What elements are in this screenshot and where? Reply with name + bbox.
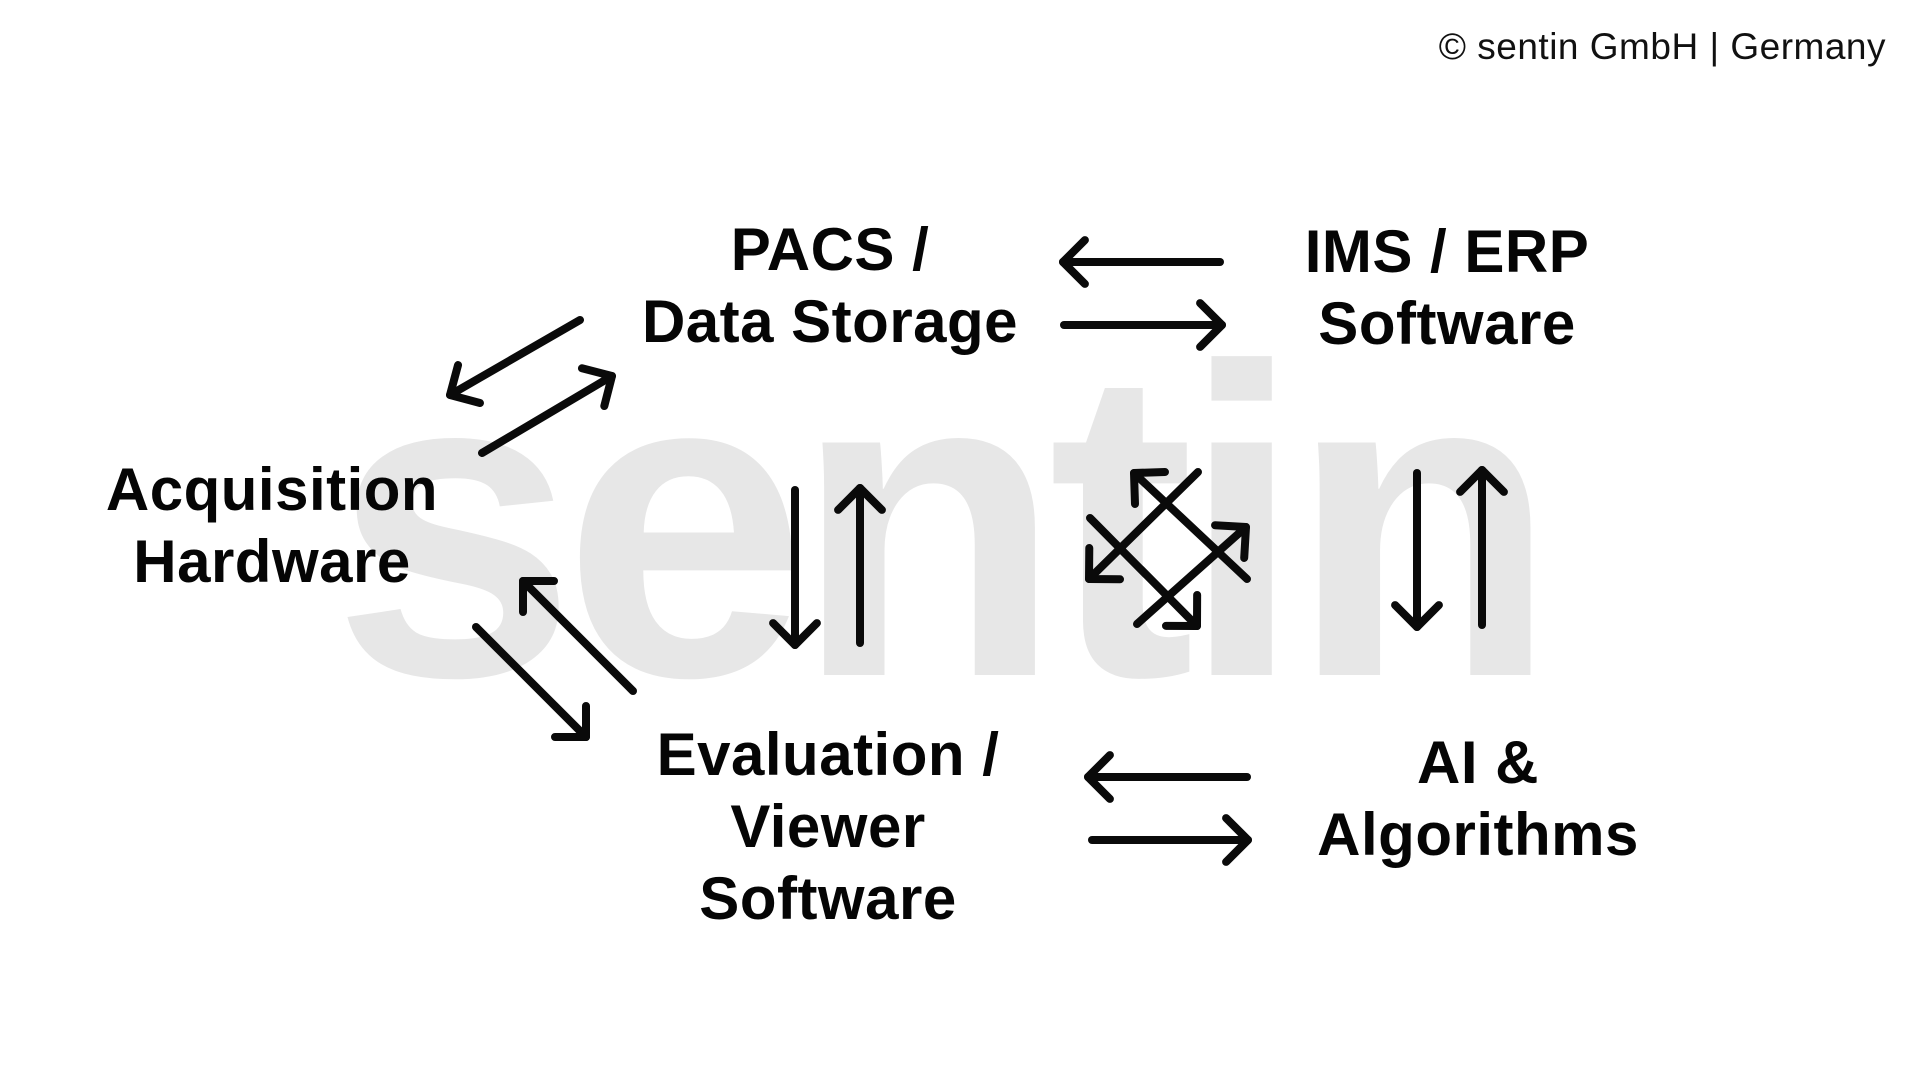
arrow-evaluation-to-acquisition bbox=[519, 577, 637, 695]
sentin-watermark: sentin bbox=[332, 278, 1558, 769]
arrow-acquisition-to-evaluation bbox=[472, 623, 590, 741]
copyright-text: © sentin GmbH | Germany bbox=[1438, 26, 1886, 67]
node-label-line: Acquisition bbox=[105, 456, 439, 523]
arrow-evaluation-to-ims bbox=[1133, 521, 1250, 628]
node-evaluation-viewer-software: Evaluation / Viewer Software bbox=[657, 719, 1000, 935]
node-label-line: Data Storage bbox=[641, 288, 1019, 355]
arrow-ims-to-evaluation bbox=[1085, 468, 1202, 584]
arrow-pacs-to-evaluation bbox=[769, 486, 821, 649]
node-ims-erp-software: IMS / ERP Software bbox=[1305, 216, 1590, 360]
arrow-ai-to-ims bbox=[1456, 466, 1508, 629]
node-label-line: PACS / bbox=[730, 216, 930, 283]
node-label-line: AI & bbox=[1416, 729, 1539, 796]
node-pacs-data-storage: PACS / Data Storage bbox=[642, 214, 1018, 358]
node-ai-algorithms: AI & Algorithms bbox=[1317, 727, 1639, 871]
node-acquisition-hardware: Acquisition Hardware bbox=[106, 454, 438, 598]
arrow-pacs-to-ai bbox=[1086, 514, 1202, 630]
node-label-line: Viewer bbox=[730, 793, 926, 860]
node-label-line: Hardware bbox=[133, 528, 411, 595]
arrow-evaluation-to-pacs bbox=[834, 484, 886, 647]
arrow-ai-to-pacs bbox=[1130, 468, 1251, 583]
node-label-line: IMS / ERP bbox=[1304, 218, 1590, 285]
node-label-line: Software bbox=[699, 865, 957, 932]
arrow-ims-to-ai bbox=[1391, 469, 1443, 631]
node-label-line: Algorithms bbox=[1317, 801, 1639, 868]
arrow-ai-to-evaluation bbox=[1084, 751, 1251, 803]
arrow-pacs-to-ims bbox=[1060, 299, 1226, 351]
node-label-line: Evaluation / bbox=[656, 721, 1000, 788]
arrow-acquisition-to-pacs bbox=[478, 364, 616, 457]
arrow-evaluation-to-ai bbox=[1088, 814, 1252, 866]
arrow-ims-to-pacs bbox=[1059, 236, 1224, 288]
node-label-line: Software bbox=[1318, 290, 1576, 357]
arrow-pacs-to-acquisition bbox=[446, 316, 584, 408]
